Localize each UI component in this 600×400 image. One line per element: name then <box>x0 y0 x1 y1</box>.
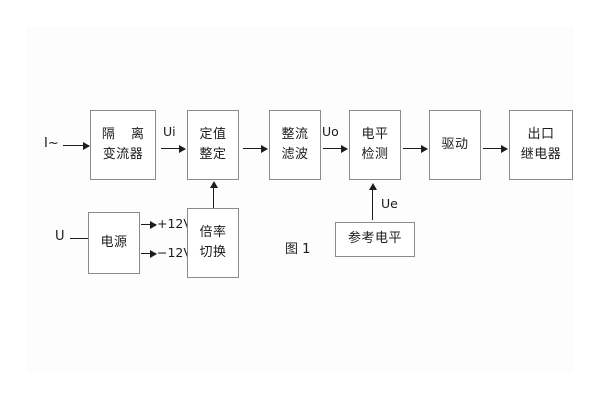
reference-level-line1: 参考电平 <box>347 231 402 247</box>
arrow-drive-to-output-relay <box>483 144 508 153</box>
level-detection-line1: 电平 <box>361 126 389 142</box>
arrow-rail-negative <box>141 249 157 258</box>
arrow-multiplier-to-setting <box>209 181 218 208</box>
power-supply-line1: 电源 <box>100 234 128 250</box>
block-level-detection: 电平 检测 <box>349 110 401 180</box>
isolation-transformer-line1: 隔 离 <box>101 126 151 142</box>
drive-line1: 驱动 <box>441 136 469 152</box>
rail-label-positive: +12V <box>157 216 192 231</box>
multiplier-switch-line2: 切换 <box>199 245 227 260</box>
voltage-input-label: U <box>55 229 65 244</box>
arrow-level-to-drive <box>403 144 428 153</box>
signal-label-uo: Uo <box>322 124 339 139</box>
arrow-current-to-isolation <box>63 141 90 150</box>
block-output-relay: 出口 继电器 <box>509 110 573 180</box>
block-drive: 驱动 <box>429 110 481 180</box>
signal-label-ui: Ui <box>163 124 176 139</box>
isolation-transformer-line2: 变流器 <box>102 147 144 162</box>
block-power-supply: 电源 <box>88 212 140 274</box>
block-multiplier-switch: 倍率 切换 <box>187 208 239 278</box>
block-rectify-filter: 整流 滤波 <box>269 110 321 180</box>
diagram-outer-frame <box>27 27 573 372</box>
rectify-filter-line1: 整流 <box>281 126 309 142</box>
rectify-filter-line2: 滤波 <box>281 147 309 162</box>
block-isolation-transformer: 隔 离 变流器 <box>90 110 156 180</box>
multiplier-switch-line1: 倍率 <box>199 224 227 240</box>
arrow-setting-to-rectify <box>243 144 268 153</box>
block-setting-value: 定值 整定 <box>187 110 239 180</box>
arrow-rectify-to-level <box>323 144 348 153</box>
setting-value-line2: 整定 <box>199 147 227 162</box>
signal-label-ue: Ue <box>381 196 398 211</box>
setting-value-line1: 定值 <box>199 126 227 142</box>
rail-label-negative: −12V <box>157 245 192 260</box>
current-input-label: I~ <box>44 136 59 151</box>
arrow-isolation-to-setting <box>161 144 186 153</box>
output-relay-line1: 出口 <box>527 126 555 142</box>
figure-caption: 图 1 <box>285 242 311 257</box>
block-reference-level: 参考电平 <box>335 222 415 257</box>
arrow-rail-positive <box>141 220 157 229</box>
arrow-reference-to-level <box>368 183 377 220</box>
level-detection-line2: 检测 <box>361 147 389 162</box>
output-relay-line2: 继电器 <box>520 147 562 162</box>
